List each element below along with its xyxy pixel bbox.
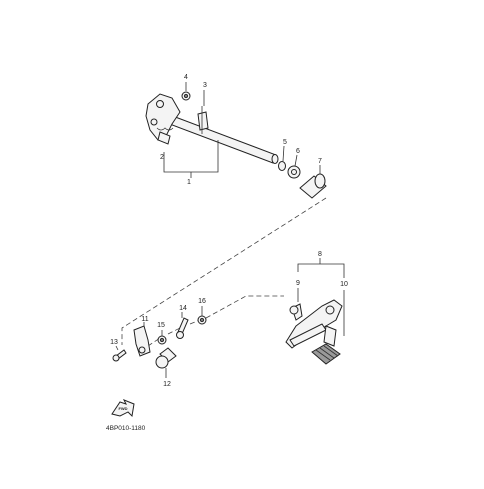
washer — [278, 161, 286, 171]
callout-2: 2 — [160, 154, 164, 161]
callout-8: 8 — [318, 251, 322, 258]
leader-lines-lower — [115, 258, 345, 378]
shaft-end — [271, 154, 279, 164]
arrow-icon — [111, 399, 135, 418]
callout-10: 10 — [340, 281, 348, 288]
oil-seal-hole — [291, 169, 297, 175]
assembly-line — [121, 197, 327, 345]
pedal-stem — [323, 325, 337, 347]
callout-13: 13 — [110, 339, 118, 346]
spring-clip — [157, 131, 171, 145]
shift-shaft-assembly — [145, 91, 327, 199]
callout-3: 3 — [203, 82, 207, 89]
forward-arrow: FWD — [111, 399, 135, 418]
bolt-head — [112, 354, 120, 362]
callout-7: 7 — [318, 158, 322, 165]
washer-16-hole — [200, 318, 204, 322]
pedal-rubber — [311, 343, 341, 365]
callout-1: 1 — [187, 179, 191, 186]
rod-end — [155, 355, 169, 369]
collar-hole — [184, 94, 188, 98]
callout-15: 15 — [157, 322, 165, 329]
rod-joint — [176, 331, 184, 339]
leader-lines-upper — [163, 82, 321, 178]
callout-11: 11 — [141, 316, 148, 323]
callout-4: 4 — [184, 74, 188, 81]
return-spring — [156, 127, 174, 131]
collar-end — [314, 173, 326, 189]
callout-5: 5 — [283, 139, 287, 146]
shift-shaft — [166, 114, 277, 164]
callout-14: 14 — [179, 305, 187, 312]
arrow-label: FWD — [118, 406, 127, 411]
assembly-line-lower — [147, 295, 284, 347]
plate-hole — [156, 100, 164, 108]
callouts: 1 2 3 4 5 6 7 8 9 10 11 12 13 14 15 16 — [110, 74, 348, 388]
callout-6: 6 — [296, 148, 300, 155]
nut-hole — [160, 338, 164, 342]
lever-hole — [138, 346, 146, 354]
shaft-spring — [197, 111, 209, 131]
drawing-code: 4BP010-1180 — [106, 425, 146, 432]
callout-12: 12 — [163, 381, 171, 388]
callout-16: 16 — [198, 298, 206, 305]
pedal-bolt-head — [289, 305, 299, 315]
pedal-pivot — [325, 305, 335, 315]
plate-hole — [150, 118, 158, 126]
shift-pedal-assembly — [112, 299, 343, 369]
callout-9: 9 — [296, 280, 300, 287]
